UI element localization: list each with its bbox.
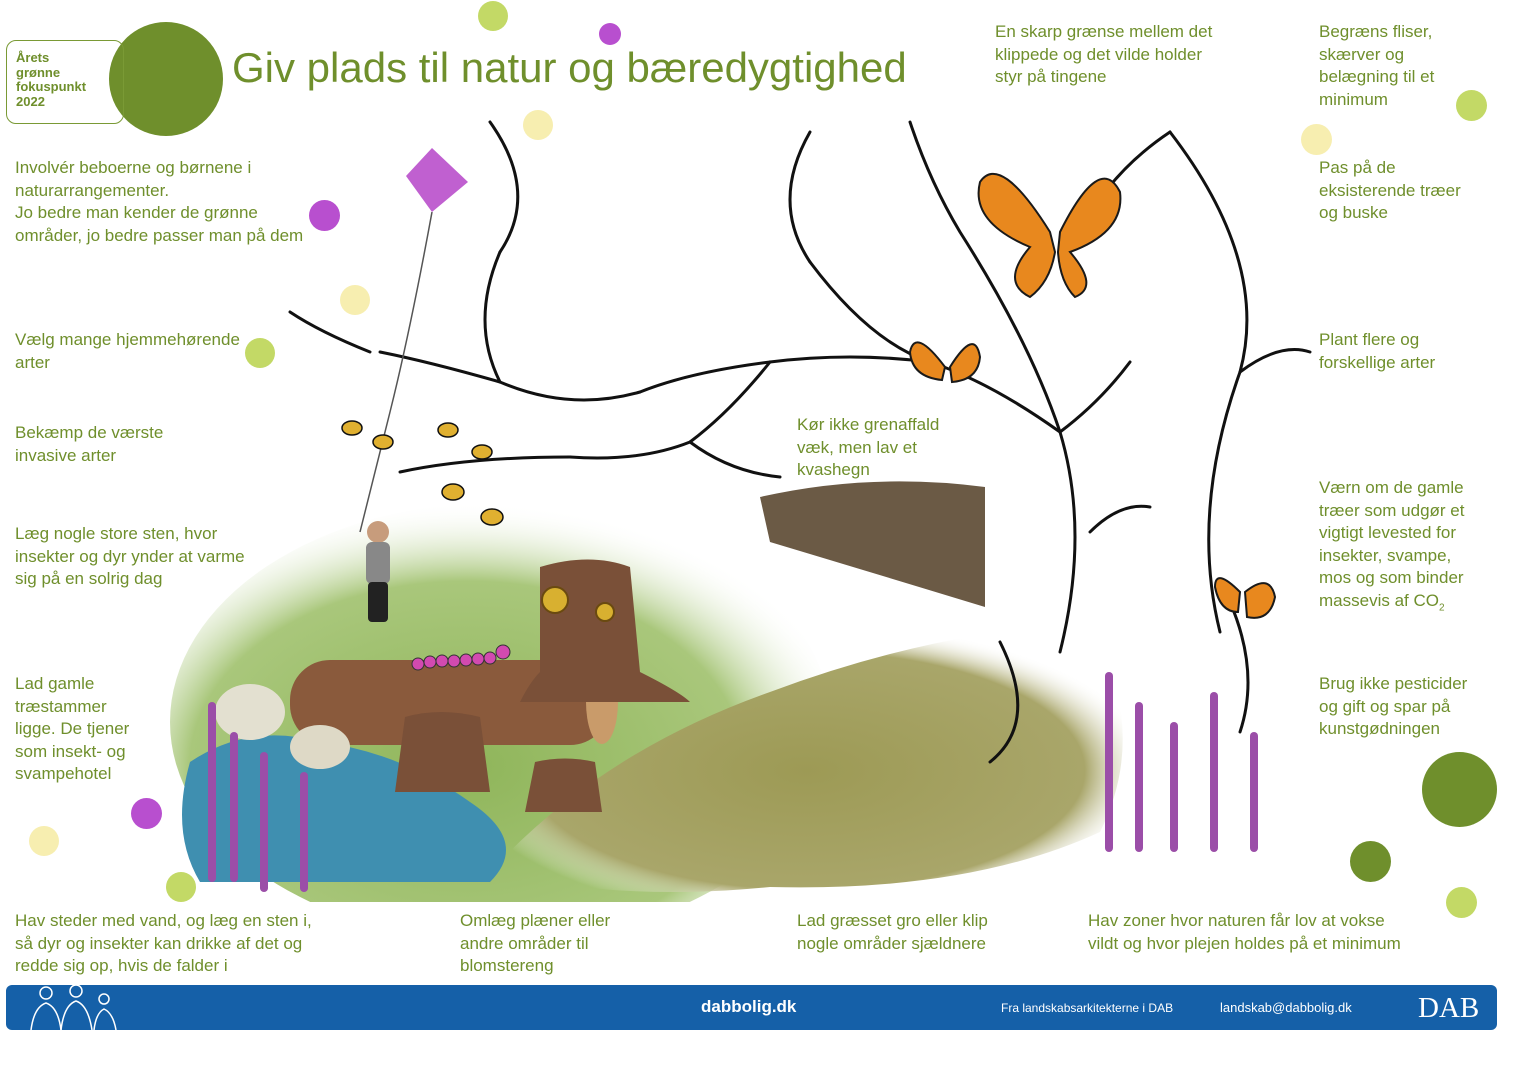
stone [215, 684, 285, 740]
hay-pile [490, 622, 1123, 892]
co2-subscript: 2 [1438, 601, 1445, 613]
yellow-dot [523, 110, 553, 140]
child-figure [366, 521, 390, 622]
purple-flowers [1105, 672, 1258, 852]
caterpillar [411, 644, 511, 671]
snails [541, 586, 615, 622]
light-green-dot [166, 872, 196, 902]
people-outline-icon [30, 985, 117, 1030]
yellow-dot [340, 285, 370, 315]
badge-line: 2022 [16, 93, 45, 109]
tree-stump [395, 712, 490, 792]
dab-logo: DAB [1418, 992, 1480, 1024]
green-focus-badge: Årets grønne fokuspunkt 2022 [6, 40, 124, 124]
light-green-dot [478, 1, 508, 31]
brush-fence [760, 481, 985, 607]
light-green-dot [1446, 887, 1477, 918]
monarch-butterflies [908, 172, 1277, 619]
footer-architects: Fra landskabsarkitekterne i DAB [1001, 1001, 1174, 1015]
yellow-dot [29, 826, 59, 856]
tree-stump [525, 758, 602, 812]
purple-flowers [208, 702, 308, 892]
purple-dot [309, 200, 340, 231]
page-title: Giv plads til natur og bæredygtighed [232, 44, 907, 91]
purple-dot [131, 798, 162, 829]
dark-green-dot [109, 22, 223, 136]
badge-line: grønne [16, 64, 61, 80]
tree-log [290, 660, 610, 745]
tip-water-places: Hav steder med vand, og læg en sten i,så… [15, 911, 312, 975]
footer-bar: dabbolig.dk Fra landskabsarkitekterne i … [6, 985, 1497, 1030]
email-link[interactable]: landskab@dabbolig.dk [1220, 1000, 1352, 1015]
purple-dot [599, 23, 621, 45]
light-green-dot [245, 338, 275, 368]
stone [290, 725, 350, 769]
dark-green-dot [1422, 752, 1497, 827]
bees [341, 420, 504, 526]
badge-line: fokuspunkt [16, 79, 87, 94]
light-green-dot [1456, 90, 1487, 121]
nature-illustration [170, 120, 1312, 902]
yellow-dot [1301, 124, 1332, 155]
kite [406, 148, 468, 212]
dark-green-dot [1350, 841, 1391, 882]
website-link[interactable]: dabbolig.dk [701, 997, 797, 1016]
badge-line: Årets [16, 50, 50, 65]
